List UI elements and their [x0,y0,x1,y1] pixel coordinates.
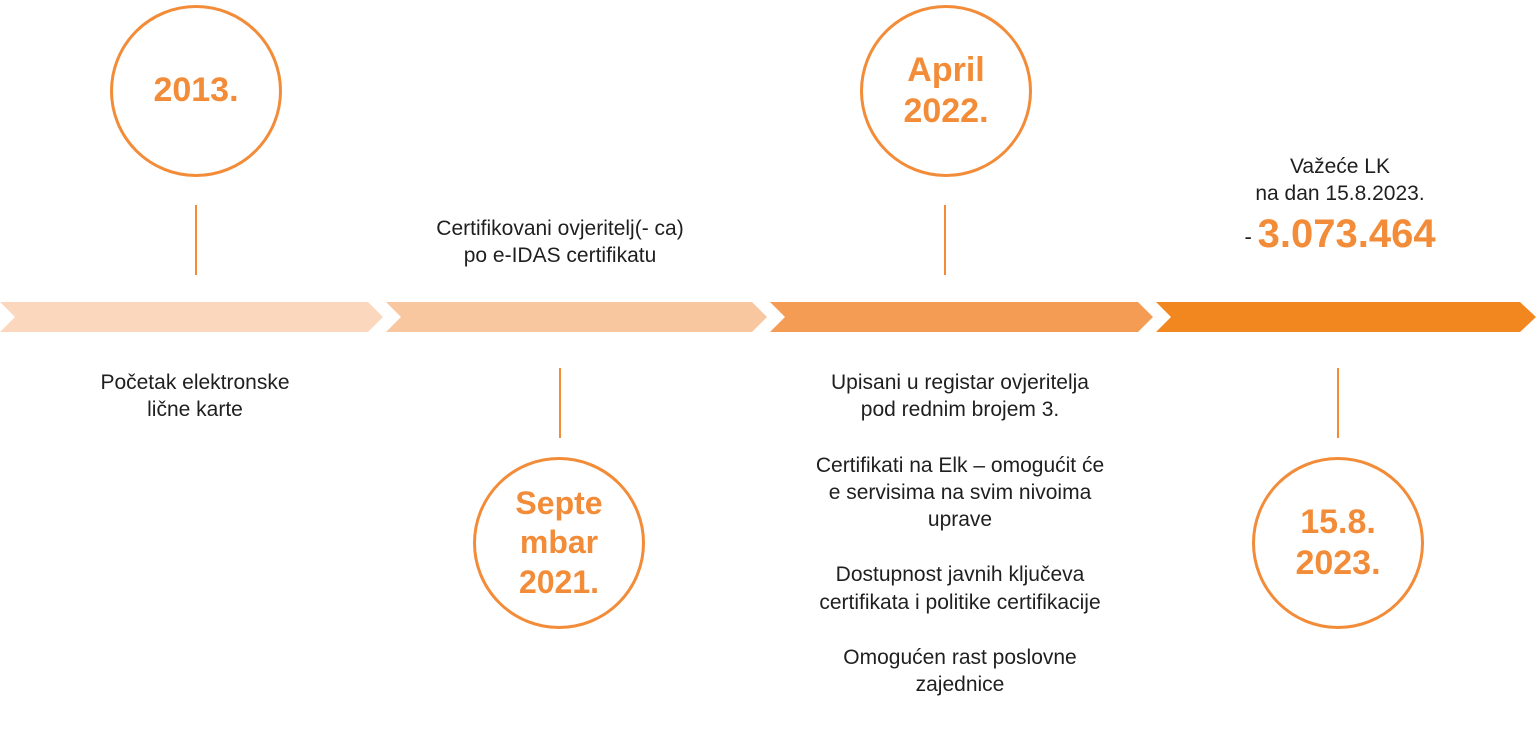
valid-id-count: - 3.073.464 [1244,211,1436,256]
date-label: 15.8. [1300,502,1376,541]
stat-value: 3.073.464 [1257,211,1436,256]
description-paragraph: Omogućen rast poslovne zajednice [843,646,1077,697]
timeline-segment-3 [770,302,1153,332]
milestone-description-list: Upisani u registar ovjeritelja pod redni… [760,369,1160,699]
timeline-arrow-band [0,302,1536,332]
date-circle-2013: 2013. [110,5,282,177]
description-paragraph: Certifikati na Elk – omogućit će e servi… [815,453,1105,532]
connector-line [944,205,946,275]
connector-line [1337,368,1339,438]
description-paragraph: Upisani u registar ovjeritelja pod redni… [831,371,1089,422]
connector-line [559,368,561,438]
date-circle-april-2022: April 2022. [860,5,1032,177]
date-circle-august-2023: 15.8. 2023. [1252,457,1424,629]
timeline-segment-1 [0,302,383,332]
date-label: 2023. [1295,544,1381,582]
date-label: 2022. [903,92,989,130]
date-circle-september-2021: Septe mbar 2021. [473,457,645,629]
date-label: Septe [515,485,603,522]
timeline-segment-2 [386,302,767,332]
timeline-segment-4 [1156,302,1536,332]
date-label: mbar [519,524,599,561]
date-label: 2013. [153,71,239,110]
milestone-description: Certifikovani ovjeritelj(- ca) po e-IDAS… [436,217,684,268]
milestone-description: Početak elektronske lične karte [100,371,290,422]
connector-line [195,205,197,275]
description-paragraph: Dostupnost javnih ključeva certifikata i… [819,563,1101,614]
date-label: 2021. [518,563,600,600]
milestone-description: Važeće LK na dan 15.8.2023. - 3.073.464 [1195,153,1485,258]
date-label: April [907,50,985,89]
